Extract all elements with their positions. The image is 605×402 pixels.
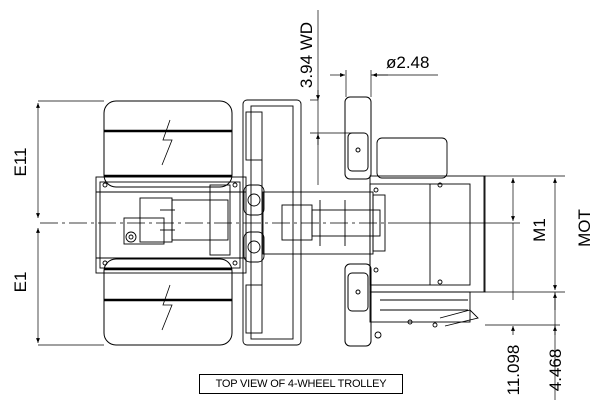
motor-housing [369, 137, 486, 339]
drawing-caption: TOP VIEW OF 4-WHEEL TROLLEY [199, 374, 403, 394]
left-frame [95, 176, 247, 274]
flange-plate [242, 99, 302, 346]
dim-mot-label: MOT [575, 209, 594, 247]
dim-mot [485, 178, 565, 293]
dim-e1 [36, 228, 104, 346]
left-wheel-top [103, 100, 233, 188]
dim-wd-label: 3.94 WD [297, 22, 316, 88]
left-wheel-bottom [103, 258, 233, 346]
dim-offset-a-label: 11.098 [504, 345, 523, 396]
dim-m1-label: M1 [530, 218, 549, 242]
right-wheel-bottom [344, 263, 372, 347]
dim-e1-label: E1 [11, 272, 30, 293]
dim-m1 [400, 175, 565, 224]
dim-e11-label: E11 [11, 148, 30, 177]
right-wheel-top [344, 96, 372, 180]
dim-diameter-label: ø2.48 [386, 53, 429, 72]
axle [262, 191, 386, 255]
dim-wd [310, 10, 360, 185]
dim-offset-b-label: 4.468 [546, 349, 565, 392]
dim-e11 [36, 100, 104, 218]
dim-offsets [485, 223, 560, 400]
dim-diameter [330, 70, 438, 97]
